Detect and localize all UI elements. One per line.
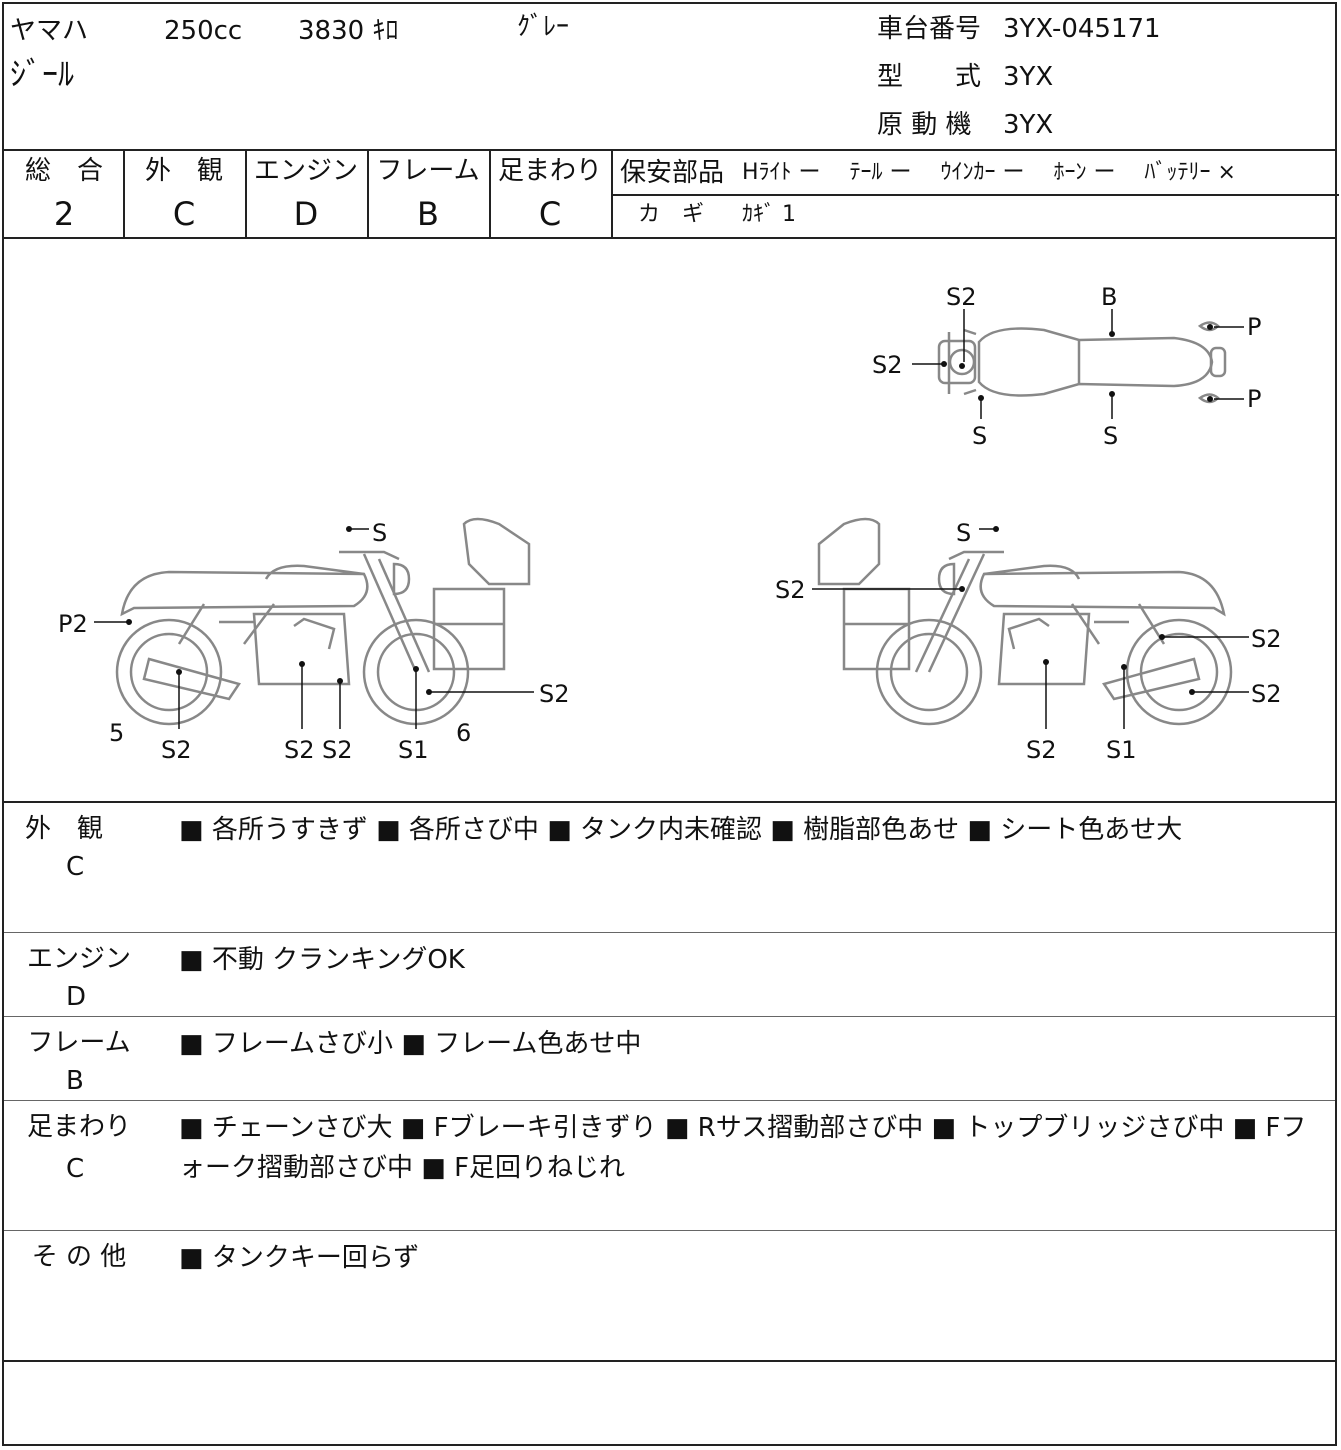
engine-label: 原 動 機 [877, 110, 972, 140]
divider [611, 149, 613, 237]
color: ｸﾞﾚｰ [517, 12, 570, 42]
top-p-b-label: P [1247, 385, 1261, 413]
left-s2-front-label: S2 [539, 680, 570, 708]
divider [489, 149, 491, 237]
left-s2-c-label: S2 [322, 736, 353, 764]
divider [4, 932, 1335, 933]
overall-grade: 2 [53, 195, 75, 233]
remarks-engine-grade: D [66, 982, 87, 1012]
type-value: 3YX [1003, 62, 1054, 92]
divider [123, 149, 125, 237]
right-side-bike [817, 517, 1233, 726]
divider [367, 149, 369, 237]
right-s2-b-label: S2 [1251, 625, 1282, 653]
remarks-suspension-label: 足まわり [26, 1112, 131, 1142]
left-s1-label: S1 [398, 736, 429, 764]
type-label: 型 式 [877, 62, 982, 92]
remarks-engine-label: エンジン [26, 944, 131, 974]
divider [4, 149, 1335, 151]
remarks-suspension-text: ■ チェーンさび大 ■ Fブレーキ引きずり ■ Rサス摺動部さび中 ■ トップブ… [179, 1113, 1307, 1183]
top-s2-b-label: S2 [872, 351, 903, 379]
frame-no: 3YX-045171 [1003, 14, 1161, 44]
engine-grade: D [293, 195, 319, 233]
remarks-exterior-label: 外 観 [24, 814, 103, 844]
left-s2-b-label: S2 [284, 736, 315, 764]
frame-no-label: 車台番号 [877, 14, 982, 44]
remarks-exterior-grade: C [66, 852, 85, 882]
left-p2-label: P2 [58, 610, 88, 638]
remarks-frame-text: ■ フレームさび小 ■ フレーム色あせ中 [179, 1029, 642, 1059]
safety-parts-items: Hﾗｲﾄ ー ﾃｰﾙ ー ｳｲﾝｶｰ ー ﾎｰﾝ ー ﾊﾞｯﾃﾘｰ × [742, 160, 1236, 185]
left-side-leads [94, 526, 534, 729]
frame-grade-label: フレーム [376, 156, 480, 186]
mileage: 3830 ｷﾛ [298, 16, 399, 46]
remarks-other-text: ■ タンクキー回らず [179, 1243, 420, 1273]
model-name: ｼﾞｰﾙ [10, 55, 75, 93]
suspension-grade-label: 足まわり [497, 156, 602, 186]
right-s2-d-label: S2 [1026, 736, 1057, 764]
divider [4, 1100, 1335, 1101]
top-view-bike [937, 321, 1227, 404]
exterior-label: 外 観 [144, 156, 223, 186]
engine-value: 3YX [1003, 110, 1054, 140]
right-side-leads [812, 526, 1249, 729]
top-b-label: B [1101, 283, 1117, 311]
top-s2-a-label: S2 [946, 283, 977, 311]
frame-grade: B [417, 195, 439, 233]
left-5-label: 5 [109, 719, 124, 747]
right-s1-label: S1 [1106, 736, 1137, 764]
left-s2-a-label: S2 [161, 736, 192, 764]
exterior-grade: C [172, 195, 196, 233]
remarks-exterior-text: ■ 各所うすきず ■ 各所さび中 ■ タンク内未確認 ■ 樹脂部色あせ ■ シー… [179, 815, 1183, 845]
remarks-frame-label: フレーム [27, 1028, 131, 1058]
engine-grade-label: エンジン [253, 156, 358, 186]
key-value: ｶｷﾞ 1 [742, 202, 796, 227]
suspension-grade: C [538, 195, 562, 233]
right-s2-c-label: S2 [1251, 680, 1282, 708]
damage-diagram: S2 B P S2 P S S S P2 S2 5 S2 S2 S2 S1 6 … [58, 283, 1282, 764]
remarks-engine-text: ■ 不動 クランキングOK [179, 945, 465, 975]
displacement: 250cc [164, 16, 243, 46]
safety-parts-label: 保安部品 [620, 158, 725, 188]
divider [4, 237, 1335, 239]
left-s-label: S [372, 519, 387, 547]
left-side-bike [115, 517, 531, 726]
maker: ヤマハ [10, 16, 89, 46]
divider [4, 1360, 1335, 1362]
top-s-a-label: S [972, 422, 987, 450]
top-view-leads [912, 309, 1244, 419]
remarks-frame-grade: B [66, 1066, 84, 1096]
right-s-label: S [956, 519, 971, 547]
overall-label: 総 合 [24, 156, 103, 186]
divider [4, 1230, 1335, 1231]
remarks-other-label: そ の 他 [31, 1242, 127, 1272]
top-s-b-label: S [1103, 422, 1118, 450]
divider [4, 801, 1335, 803]
remarks-suspension-grade: C [66, 1154, 85, 1184]
right-s2-a-label: S2 [775, 576, 806, 604]
left-6-label: 6 [456, 719, 471, 747]
divider [4, 1016, 1335, 1017]
key-label: カ ギ [638, 202, 705, 227]
top-p-a-label: P [1247, 313, 1261, 341]
divider [245, 149, 247, 237]
divider [612, 194, 1339, 196]
